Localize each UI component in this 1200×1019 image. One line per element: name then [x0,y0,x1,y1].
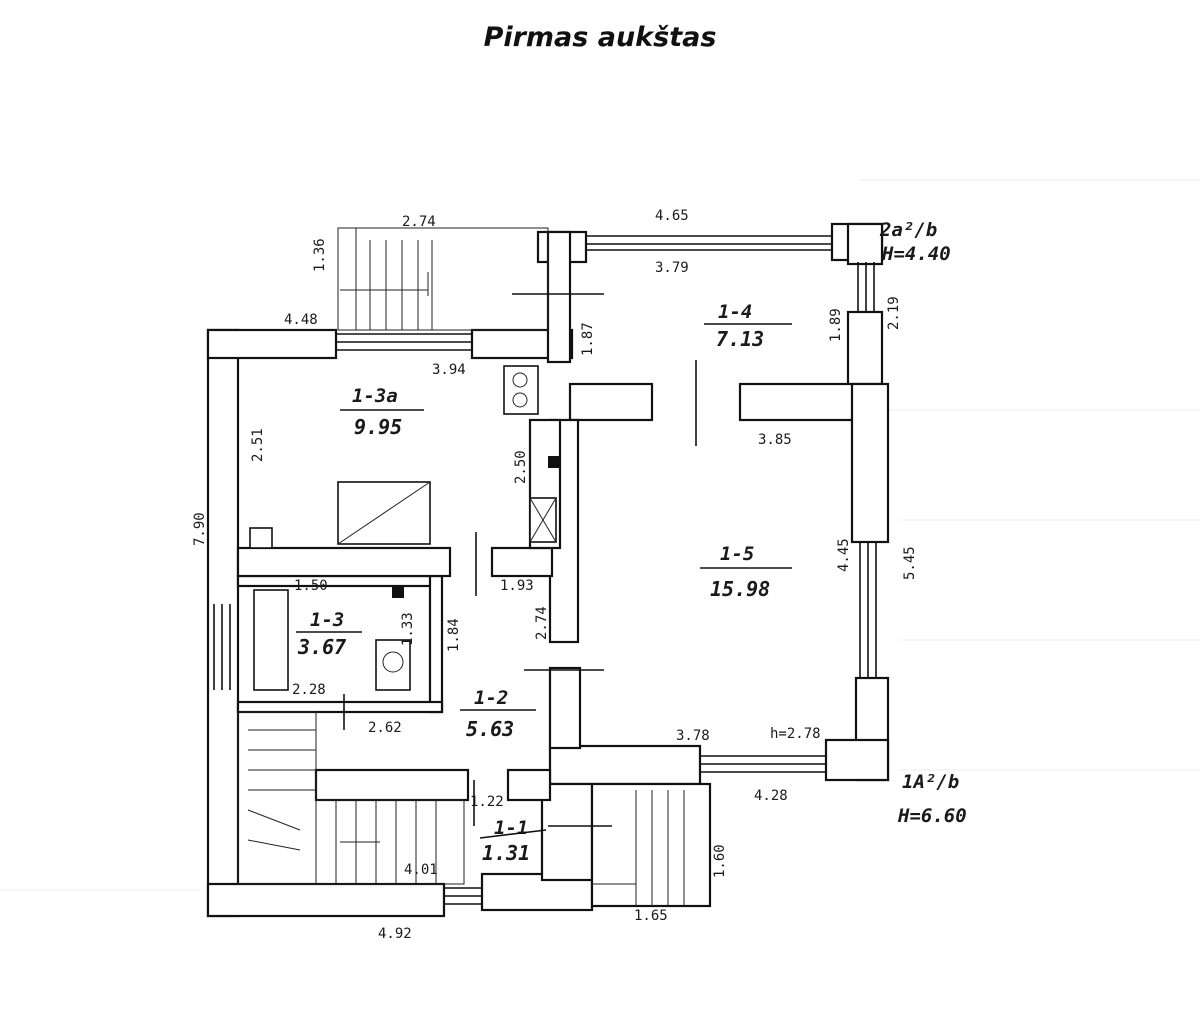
dimension-labels: 2.74 4.65 3.79 1.36 4.48 3.94 2.51 2.50 … [192,208,918,942]
walls [206,222,890,918]
dimension-label: 1.60 [712,844,728,878]
room-id-1-3a: 1-3a [352,385,398,407]
dimension-label: 4.28 [754,788,788,804]
room-area-1-3: 3.67 [297,635,346,659]
dimension-label: 1.84 [446,618,462,652]
dimension-label: 3.94 [432,362,466,378]
dimension-label: 1.22 [470,794,504,810]
dimension-label: 5.45 [902,546,918,580]
room-id-1-5: 1-5 [720,543,754,565]
dimension-label: h=2.78 [770,726,821,742]
outer-stair [337,227,549,331]
upper-code: 2a²/b [879,219,937,241]
dimension-label: 2.74 [402,214,436,230]
dimension-label: 7.90 [192,512,208,546]
porch-stair [592,790,685,906]
dimension-label: 1.87 [580,322,596,356]
room-area-1-4: 7.13 [716,327,764,351]
page-title: Pirmas aukštas [483,22,717,53]
main-code: 1A²/b [902,771,959,793]
dimension-label: 4.92 [378,926,412,942]
room-labels: 1-1 1.31 1-2 5.63 1-3 3.67 1-3a 9.95 1-4… [296,301,792,865]
room-id-1-2: 1-2 [474,687,508,709]
annotations: 2a²/b H=4.40 1A²/b H=6.60 [879,219,967,827]
main-height: H=6.60 [897,805,967,827]
dimension-label: 2.19 [886,296,902,330]
dimension-label: 2.51 [250,428,266,462]
dimension-label: 1.93 [500,578,534,594]
windows [213,235,877,905]
room-area-1-2: 5.63 [466,717,514,741]
room-id-1-3: 1-3 [310,609,344,631]
dimension-label: 1.89 [828,308,844,342]
fixtures [249,365,560,691]
dimension-label: 2.28 [292,682,326,698]
upper-height: H=4.40 [881,243,951,265]
dimension-label: 3.78 [676,728,710,744]
dimension-label: 4.65 [655,208,689,224]
inner-stair [237,711,465,885]
dimension-label: 1.36 [312,238,328,272]
dimension-label: 3.79 [655,260,689,276]
dimension-label: 2.74 [534,606,550,640]
dimension-label: 3.85 [758,432,792,448]
room-area-1-3a: 9.95 [354,415,402,439]
dimension-label: 1.50 [294,578,328,594]
section-marks [343,293,697,827]
dimension-label: 2.62 [368,720,402,736]
dimension-label: 4.45 [836,538,852,572]
dimension-label: 4.48 [284,312,318,328]
dimension-label: 4.01 [404,862,438,878]
dimension-label: 1.65 [634,908,668,924]
dimension-label: 2.50 [513,450,529,484]
dimension-label: 1.33 [400,612,416,646]
room-area-1-1: 1.31 [482,841,530,865]
room-id-1-4: 1-4 [718,301,752,323]
paper-lines [0,179,1200,891]
room-area-1-5: 15.98 [710,577,770,601]
